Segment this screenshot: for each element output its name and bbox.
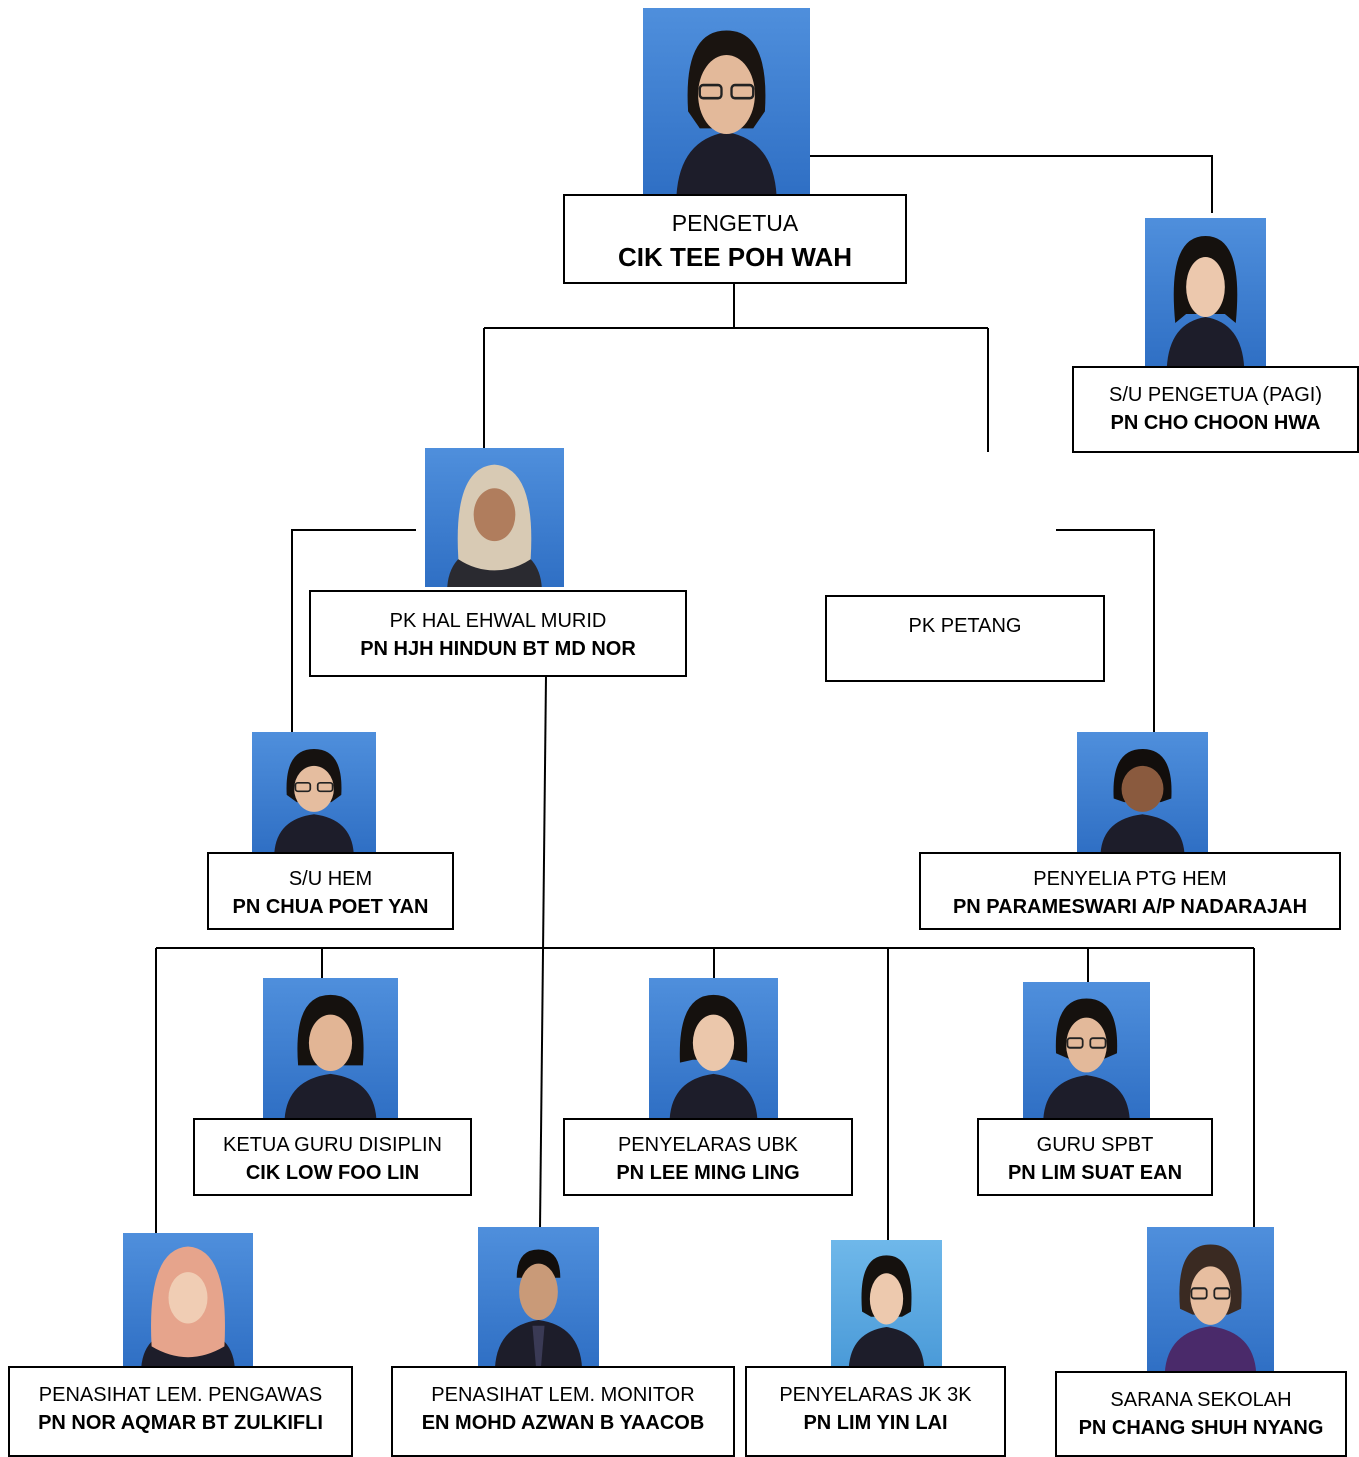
su-hem-photo bbox=[252, 732, 376, 853]
pengetua-name: CIK TEE POH WAH bbox=[617, 242, 852, 272]
su-pengetua-role: S/U PENGETUA (PAGI) bbox=[1109, 384, 1322, 406]
pk-petang-box: PK PETANG bbox=[825, 595, 1105, 682]
pk-hem-photo bbox=[425, 448, 564, 587]
spbt-box: GURU SPBT PN LIM SUAT EAN bbox=[977, 1118, 1213, 1196]
su-hem-name: PN CHUA POET YAN bbox=[232, 896, 429, 918]
ubk-photo bbox=[649, 978, 778, 1119]
disiplin-role: KETUA GURU DISIPLIN bbox=[223, 1134, 442, 1156]
connector-pengetua-su bbox=[810, 155, 1213, 213]
penyelia-box: PENYELIA PTG HEM PN PARAMESWARI A/P NADA… bbox=[919, 852, 1341, 930]
ubk-role: PENYELARAS UBK bbox=[617, 1134, 799, 1156]
pengawas-name: PN NOR AQMAR BT ZULKIFLI bbox=[38, 1412, 323, 1434]
portrait-woman-glasses-icon bbox=[1043, 998, 1130, 1119]
pengawas-role: PENASIHAT LEM. PENGAWAS bbox=[38, 1384, 323, 1406]
pengetua-photo bbox=[643, 8, 810, 196]
pk-hem-box: PK HAL EHWAL MURID PN HJH HINDUN BT MD N… bbox=[309, 590, 687, 677]
monitor-name: EN MOHD AZWAN B YAACOB bbox=[421, 1412, 705, 1434]
pengawas-photo bbox=[123, 1233, 253, 1368]
portrait-woman-icon bbox=[284, 994, 377, 1119]
sarana-role: SARANA SEKOLAH bbox=[1110, 1389, 1292, 1411]
su-pengetua-photo bbox=[1145, 218, 1266, 368]
sarana-box: SARANA SEKOLAH PN CHANG SHUH NYANG bbox=[1055, 1371, 1347, 1457]
portrait-woman-icon bbox=[848, 1255, 925, 1368]
pengetua-role: PENGETUA bbox=[671, 210, 799, 236]
penyelia-role: PENYELIA PTG HEM bbox=[1033, 868, 1227, 890]
connector-pengetua-pk bbox=[483, 284, 989, 452]
disiplin-photo bbox=[263, 978, 398, 1119]
disiplin-box: KETUA GURU DISIPLIN CIK LOW FOO LIN bbox=[193, 1118, 472, 1196]
monitor-role: PENASIHAT LEM. MONITOR bbox=[431, 1384, 695, 1406]
portrait-woman-hijab-icon bbox=[141, 1246, 235, 1368]
pengawas-box: PENASIHAT LEM. PENGAWAS PN NOR AQMAR BT … bbox=[8, 1366, 353, 1457]
spbt-role: GURU SPBT bbox=[1036, 1134, 1154, 1156]
connector-pkhem-suhem bbox=[291, 529, 416, 737]
ubk-name: PN LEE MING LING bbox=[616, 1162, 800, 1184]
su-pengetua-box: S/U PENGETUA (PAGI) PN CHO CHOON HWA bbox=[1072, 366, 1359, 453]
pk-hem-role: PK HAL EHWAL MURID bbox=[389, 610, 607, 632]
jk3k-role: PENYELARAS JK 3K bbox=[779, 1384, 972, 1406]
sarana-photo bbox=[1147, 1227, 1274, 1373]
jk3k-photo bbox=[831, 1240, 942, 1368]
monitor-photo bbox=[478, 1227, 599, 1368]
jk3k-name: PN LIM YIN LAI bbox=[803, 1412, 948, 1434]
penyelia-name: PN PARAMESWARI A/P NADARAJAH bbox=[952, 896, 1308, 918]
connector-pkhem-staff bbox=[539, 675, 547, 1229]
penyelia-photo bbox=[1077, 732, 1208, 853]
pk-hem-name: PN HJH HINDUN BT MD NOR bbox=[360, 638, 636, 660]
connector-drops bbox=[155, 948, 1255, 1240]
portrait-woman-icon bbox=[1166, 236, 1245, 368]
portrait-woman-glasses-icon bbox=[274, 748, 354, 853]
su-hem-box: S/U HEM PN CHUA POET YAN bbox=[207, 852, 454, 930]
sarana-name: PN CHANG SHUH NYANG bbox=[1078, 1417, 1324, 1439]
su-hem-role: S/U HEM bbox=[288, 868, 373, 890]
portrait-man-icon bbox=[494, 1249, 583, 1368]
su-pengetua-name: PN CHO CHOON HWA bbox=[1110, 412, 1321, 434]
jk3k-box: PENYELARAS JK 3K PN LIM YIN LAI bbox=[745, 1366, 1006, 1457]
spbt-photo bbox=[1023, 982, 1150, 1119]
disiplin-name: CIK LOW FOO LIN bbox=[245, 1162, 420, 1184]
connector-pkpetang-penyelia bbox=[1056, 529, 1155, 737]
pengetua-box: PENGETUA CIK TEE POH WAH bbox=[563, 194, 907, 284]
portrait-woman-glasses-icon bbox=[1164, 1244, 1257, 1373]
spbt-name: PN LIM SUAT EAN bbox=[1007, 1162, 1183, 1184]
portrait-woman-icon bbox=[1100, 748, 1185, 853]
monitor-box: PENASIHAT LEM. MONITOR EN MOHD AZWAN B Y… bbox=[391, 1366, 735, 1457]
pk-petang-role: PK PETANG bbox=[908, 615, 1022, 637]
portrait-woman-hijab-icon bbox=[447, 464, 542, 587]
portrait-woman-icon bbox=[669, 994, 758, 1119]
portrait-woman-glasses-icon bbox=[676, 30, 777, 196]
ubk-box: PENYELARAS UBK PN LEE MING LING bbox=[563, 1118, 853, 1196]
